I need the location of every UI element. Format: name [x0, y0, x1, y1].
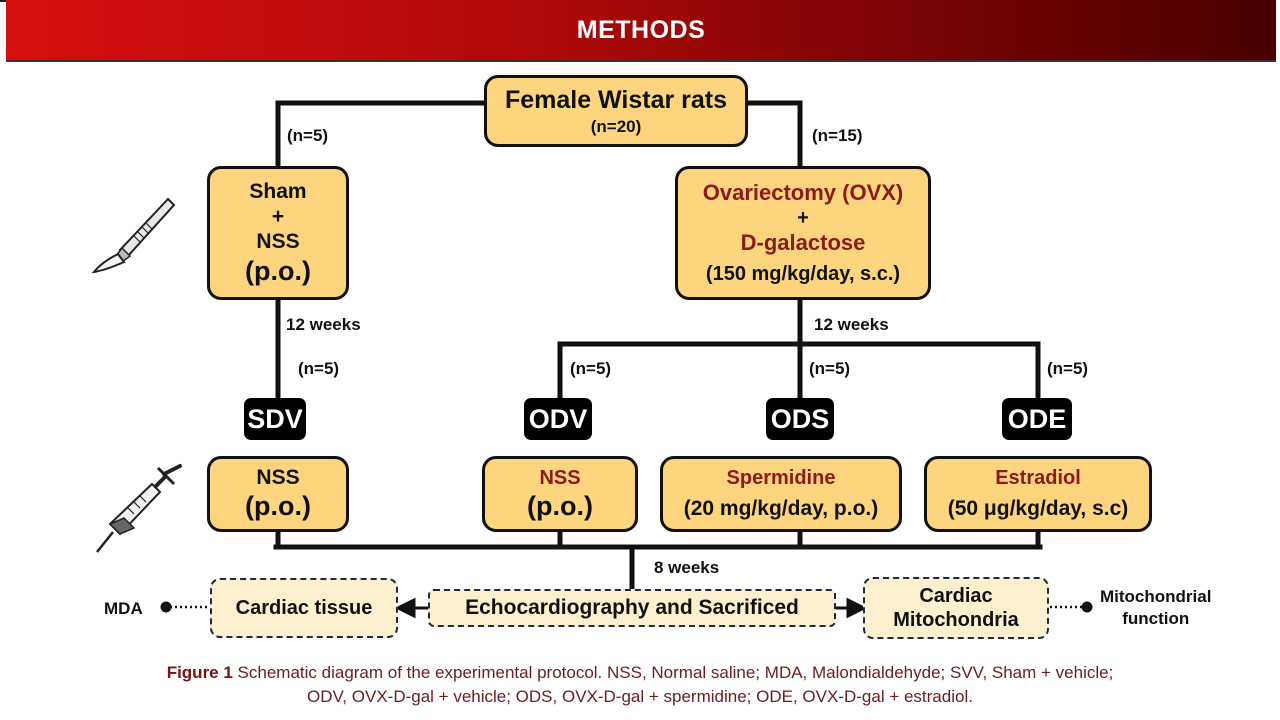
mitochondria-line1: Cardiac [919, 585, 993, 607]
syringe-icon [96, 464, 182, 553]
mitochondria-line2: Mitochondria [893, 609, 1019, 631]
dot-mda [160, 601, 172, 613]
label-mito-function: Mitochondrial function [1100, 586, 1211, 630]
ode-line2: (50 μg/kg/day, s.c) [947, 497, 1129, 521]
caption-line1: Figure 1 Schematic diagram of the experi… [0, 661, 1280, 685]
ods-line1: Spermidine [726, 467, 836, 490]
box-odv-treatment: NSS (p.o.) [482, 456, 638, 532]
sham-line2: NSS [256, 230, 300, 254]
caption-text1: Schematic diagram of the experimental pr… [237, 663, 1114, 682]
label-right-duration: 12 weeks [814, 315, 889, 334]
sham-line3: (p.o.) [245, 255, 311, 286]
box-cardiac-mitochondria: Cardiac Mitochondria [863, 577, 1049, 639]
tag-ods: ODS [766, 398, 834, 440]
mito-function-line1: Mitochondrial [1100, 587, 1212, 606]
label-left-branch-n: (n=5) [287, 126, 329, 145]
label-ode-n: (n=5) [1047, 359, 1089, 378]
box-cardiac-tissue: Cardiac tissue [210, 578, 398, 638]
ovx-plus: + [797, 207, 809, 229]
odv-line1: NSS [539, 466, 581, 489]
label-ods-n: (n=5) [809, 359, 851, 378]
box-ode-treatment: Estradiol (50 μg/kg/day, s.c) [924, 456, 1152, 532]
arrow-right-head [846, 597, 868, 619]
caption-text2: ODV, OVX-D-gal + vehicle; ODS, OVX-D-gal… [307, 687, 973, 706]
top-box-n: (n=20) [590, 116, 642, 136]
label-final-duration: 8 weeks [654, 558, 720, 577]
tag-sdv: SDV [244, 398, 306, 440]
ovx-line3: (150 mg/kg/day, s.c.) [705, 263, 901, 286]
sdv-line2: (p.o.) [245, 491, 311, 522]
box-ods-treatment: Spermidine (20 mg/kg/day, p.o.) [660, 456, 902, 532]
echocardiography-label: Echocardiography and Sacrificed [465, 596, 799, 619]
box-sdv-treatment: NSS (p.o.) [207, 456, 349, 532]
label-sdv-n: (n=5) [298, 359, 340, 378]
dot-mito [1081, 601, 1093, 613]
header-banner: METHODS [6, 0, 1276, 62]
line-top-left [275, 100, 487, 171]
label-odv-n: (n=5) [570, 359, 612, 378]
ode-line1: Estradiol [995, 467, 1081, 490]
caption-label: Figure 1 [166, 663, 233, 682]
label-mda: MDA [104, 599, 143, 618]
figure-caption: Figure 1 Schematic diagram of the experi… [0, 661, 1280, 709]
box-ovx-dgal: Ovariectomy (OVX) + D-galactose (150 mg/… [675, 166, 931, 300]
ovx-line2: D-galactose [740, 230, 866, 255]
ods-line2: (20 mg/kg/day, p.o.) [683, 497, 879, 521]
arrow-left-head [394, 597, 416, 619]
box-echocardiography: Echocardiography and Sacrificed [428, 589, 836, 627]
sham-line1: Sham [249, 180, 307, 204]
cardiac-tissue-label: Cardiac tissue [235, 596, 373, 619]
box-female-wistar-rats: Female Wistar rats (n=20) [484, 75, 748, 147]
label-right-branch-n: (n=15) [812, 126, 863, 145]
line-top-right [745, 100, 803, 171]
box-sham-nss: Sham + NSS (p.o.) [207, 166, 349, 300]
mito-function-line2: function [1122, 609, 1190, 628]
odv-line2: (p.o.) [527, 490, 593, 521]
tag-odv: ODV [524, 398, 592, 440]
tag-ode: ODE [1002, 398, 1072, 440]
label-left-duration: 12 weeks [286, 315, 361, 334]
ovx-line1: Ovariectomy (OVX) [702, 179, 904, 205]
scalpel-icon [91, 197, 176, 274]
header-title: METHODS [576, 16, 706, 44]
top-box-title: Female Wistar rats [504, 85, 728, 114]
sdv-line1: NSS [256, 466, 300, 490]
sham-plus: + [271, 205, 285, 229]
